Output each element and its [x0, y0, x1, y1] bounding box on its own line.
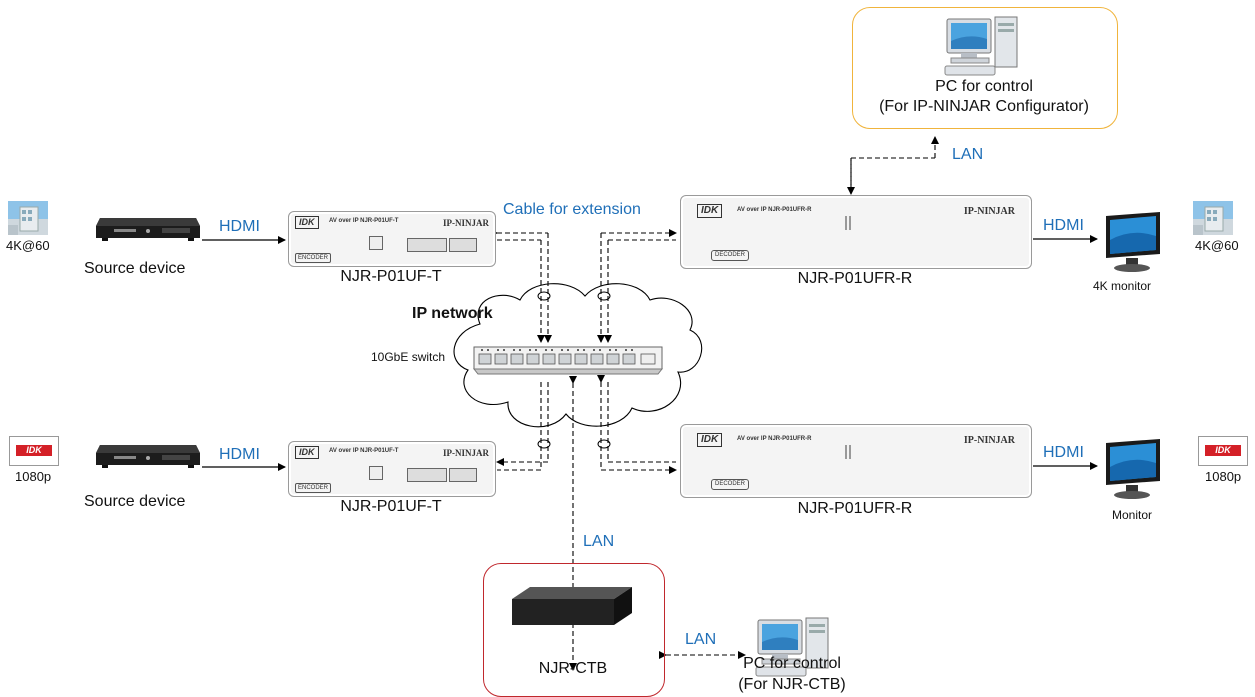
idk-logo-icon: IDK — [1198, 436, 1248, 466]
monitor-icon — [1106, 212, 1160, 272]
hdmi-label-source-bottom: HDMI — [219, 446, 260, 463]
cable-encoder-top — [490, 229, 552, 343]
decoder-top-badge: DECODER — [711, 250, 750, 261]
encoder-top-device: IDK AV over IP NJR-P01UF-T IP-NINJAR ENC… — [288, 211, 496, 267]
lan-link-top — [847, 136, 939, 195]
decoder-bottom-badge: DECODER — [711, 479, 750, 490]
decoder-top-leds — [845, 216, 887, 230]
cable-decoder-bottom — [597, 375, 677, 474]
pc-control-top-box — [852, 7, 1118, 129]
output-image-icon — [1193, 201, 1233, 235]
idk-logo-text: IDK — [295, 216, 319, 229]
pc-top-title: PC for control — [935, 78, 1033, 95]
idk-logo-text: IDK — [295, 446, 319, 459]
cable-tie-2 — [597, 291, 611, 301]
decoder-bottom-panel-text: AV over IP NJR-P01UFR-R — [737, 436, 812, 442]
decoder-top-device: IDK AV over IP NJR-P01UFR-R IP-NINJAR DE… — [680, 195, 1032, 269]
switch-icon — [473, 346, 663, 375]
source-bottom-signal: 1080p — [15, 469, 52, 484]
cable-encoder-bottom — [496, 382, 549, 471]
monitor-top-signal: 4K@60 — [1195, 238, 1239, 253]
decoder-top-model: NJR-P01UFR-R — [797, 270, 913, 287]
encoder-top-ports — [407, 238, 447, 252]
encoder-bottom-ports — [407, 468, 447, 482]
encoder-bottom-model: NJR-P01UF-T — [340, 498, 442, 515]
lan-label-center: LAN — [583, 533, 615, 550]
monitor-bottom-signal: 1080p — [1205, 469, 1242, 484]
pc-icon — [755, 617, 829, 677]
source-bottom-label: Source device — [84, 493, 186, 510]
encoder-top-ports-2 — [449, 238, 477, 252]
idk-logo-icon: IDK — [9, 436, 59, 466]
ip-network-title: IP network — [412, 305, 493, 322]
cable-tie-4 — [597, 439, 611, 449]
pc-icon — [944, 16, 1018, 76]
idk-logo-text: IDK — [16, 445, 52, 456]
encoder-top-panel-text: AV over IP NJR-P01UF-T — [329, 218, 399, 224]
idk-logo-text: IDK — [1205, 445, 1241, 456]
hdmi-label-monitor-top: HDMI — [1043, 217, 1084, 234]
hdmi-label-monitor-bottom: HDMI — [1043, 444, 1084, 461]
source-device-icon — [96, 218, 200, 241]
encoder-bottom-brand: IP-NINJAR — [443, 448, 489, 458]
cable-tie-1 — [537, 291, 551, 301]
source-image-icon — [8, 201, 48, 235]
source-device-icon — [96, 445, 200, 468]
idk-logo-text: IDK — [697, 204, 723, 218]
encoder-bottom-ports-2 — [449, 468, 477, 482]
ctb-label: NJR-CTB — [538, 660, 608, 677]
source-top-signal: 4K@60 — [6, 238, 50, 253]
decoder-bottom-device: IDK AV over IP NJR-P01UFR-R IP-NINJAR DE… — [680, 424, 1032, 498]
encoder-top-brand: IP-NINJAR — [443, 218, 489, 228]
ctb-device-icon — [512, 587, 632, 625]
ip-network-cloud — [453, 283, 703, 428]
lan-label-ctb: LAN — [685, 631, 717, 648]
encoder-top-badge: ENCODER — [295, 253, 332, 263]
decoder-top-brand: IP-NINJAR — [963, 206, 1015, 217]
cable-for-extension-label: Cable for extension — [503, 201, 641, 218]
decoder-bottom-model: NJR-P01UFR-R — [797, 500, 913, 517]
encoder-bottom-badge: ENCODER — [295, 483, 332, 493]
hdmi-label-source-top: HDMI — [219, 218, 260, 235]
decoder-bottom-leds — [845, 445, 887, 459]
encoder-top-model: NJR-P01UF-T — [340, 268, 442, 285]
cable-decoder-top — [597, 229, 677, 343]
decoder-bottom-brand: IP-NINJAR — [963, 435, 1015, 446]
idk-logo-text: IDK — [697, 433, 723, 447]
pc-bottom-subtitle: (For NJR-CTB) — [738, 676, 846, 693]
monitor-icon — [1106, 439, 1160, 499]
pc-top-subtitle: (For IP-NINJAR Configurator) — [879, 98, 1089, 115]
encoder-bottom-usb — [369, 466, 383, 480]
monitor-top-label: 4K monitor — [1093, 279, 1152, 293]
lan-label-top: LAN — [952, 146, 984, 163]
pc-bottom-title: PC for control — [743, 655, 841, 672]
monitor-bottom-label: Monitor — [1112, 508, 1153, 522]
encoder-bottom-panel-text: AV over IP NJR-P01UF-T — [329, 448, 399, 454]
decoder-top-panel-text: AV over IP NJR-P01UFR-R — [737, 207, 812, 213]
switch-label: 10GbE switch — [371, 350, 446, 364]
encoder-bottom-device: IDK AV over IP NJR-P01UF-T IP-NINJAR ENC… — [288, 441, 496, 497]
cable-tie-3 — [537, 439, 551, 449]
encoder-top-usb — [369, 236, 383, 250]
source-top-label: Source device — [84, 260, 186, 277]
